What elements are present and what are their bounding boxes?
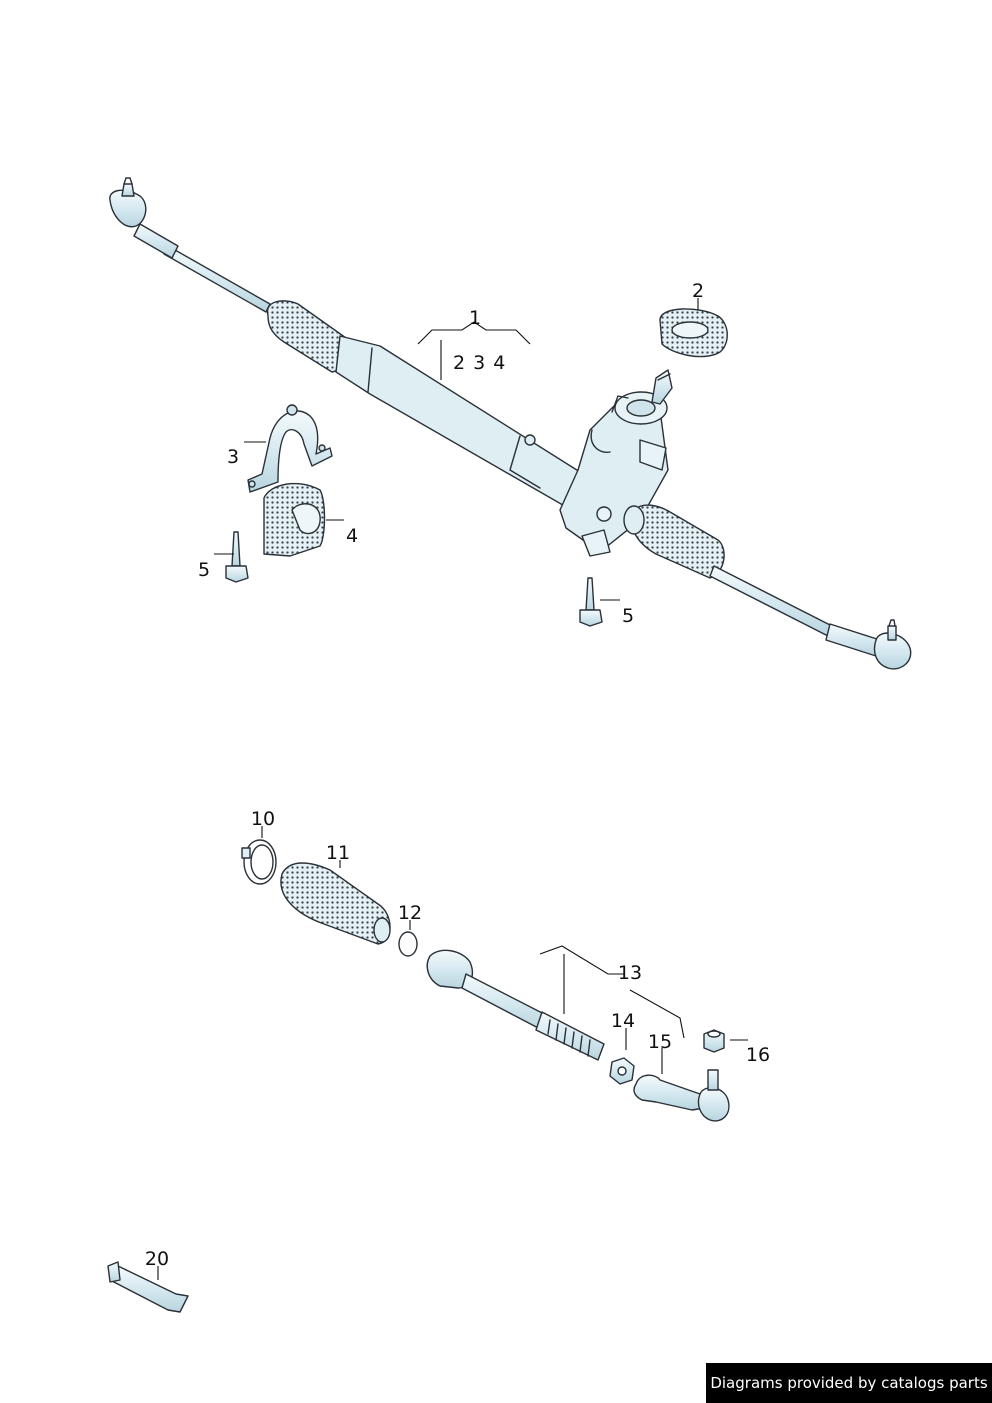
bolt-right — [579, 577, 603, 627]
callout-2: 2 — [692, 280, 704, 302]
left-rack-boot — [266, 300, 349, 373]
callout-15: 15 — [648, 1031, 672, 1053]
boot-clamp — [241, 839, 277, 885]
small-boot-clamp — [398, 931, 418, 957]
rack-bushing — [263, 482, 326, 557]
bolt-left — [225, 531, 249, 583]
right-rack-boot — [630, 504, 725, 579]
jam-nut — [609, 1057, 635, 1085]
callout-14: 14 — [611, 1010, 635, 1032]
callout-11: 11 — [326, 842, 350, 864]
callout-12: 12 — [398, 902, 422, 924]
callout-1-subparts: 2 3 4 — [453, 352, 505, 374]
callout-13: 13 — [618, 962, 642, 984]
callout-4: 4 — [346, 525, 358, 547]
left-tie-rod — [109, 177, 271, 313]
steering-rack-assembly — [109, 177, 912, 670]
rack-rubber-mount — [659, 308, 728, 358]
callout-5-left: 5 — [198, 559, 210, 581]
credit-banner: Diagrams provided by catalogs parts — [706, 1363, 992, 1403]
mounting-clamp — [247, 404, 333, 493]
inner-tie-rod — [426, 949, 605, 1061]
outer-tie-rod-end — [633, 1069, 730, 1122]
grease-tube — [107, 1261, 189, 1313]
castle-nut — [703, 1029, 725, 1053]
callout-3: 3 — [227, 446, 239, 468]
callout-5-right: 5 — [622, 605, 634, 627]
callout-1: 1 — [469, 307, 481, 329]
leader-lines — [157, 298, 748, 1280]
callout-20: 20 — [145, 1248, 169, 1270]
callout-10: 10 — [251, 808, 275, 830]
callout-labels: 1 2 3 4 2 3 4 5 5 10 11 12 13 14 15 16 2… — [145, 280, 770, 1270]
right-tie-rod — [709, 565, 912, 670]
callout-16: 16 — [746, 1044, 770, 1066]
steering-boot — [280, 862, 391, 945]
